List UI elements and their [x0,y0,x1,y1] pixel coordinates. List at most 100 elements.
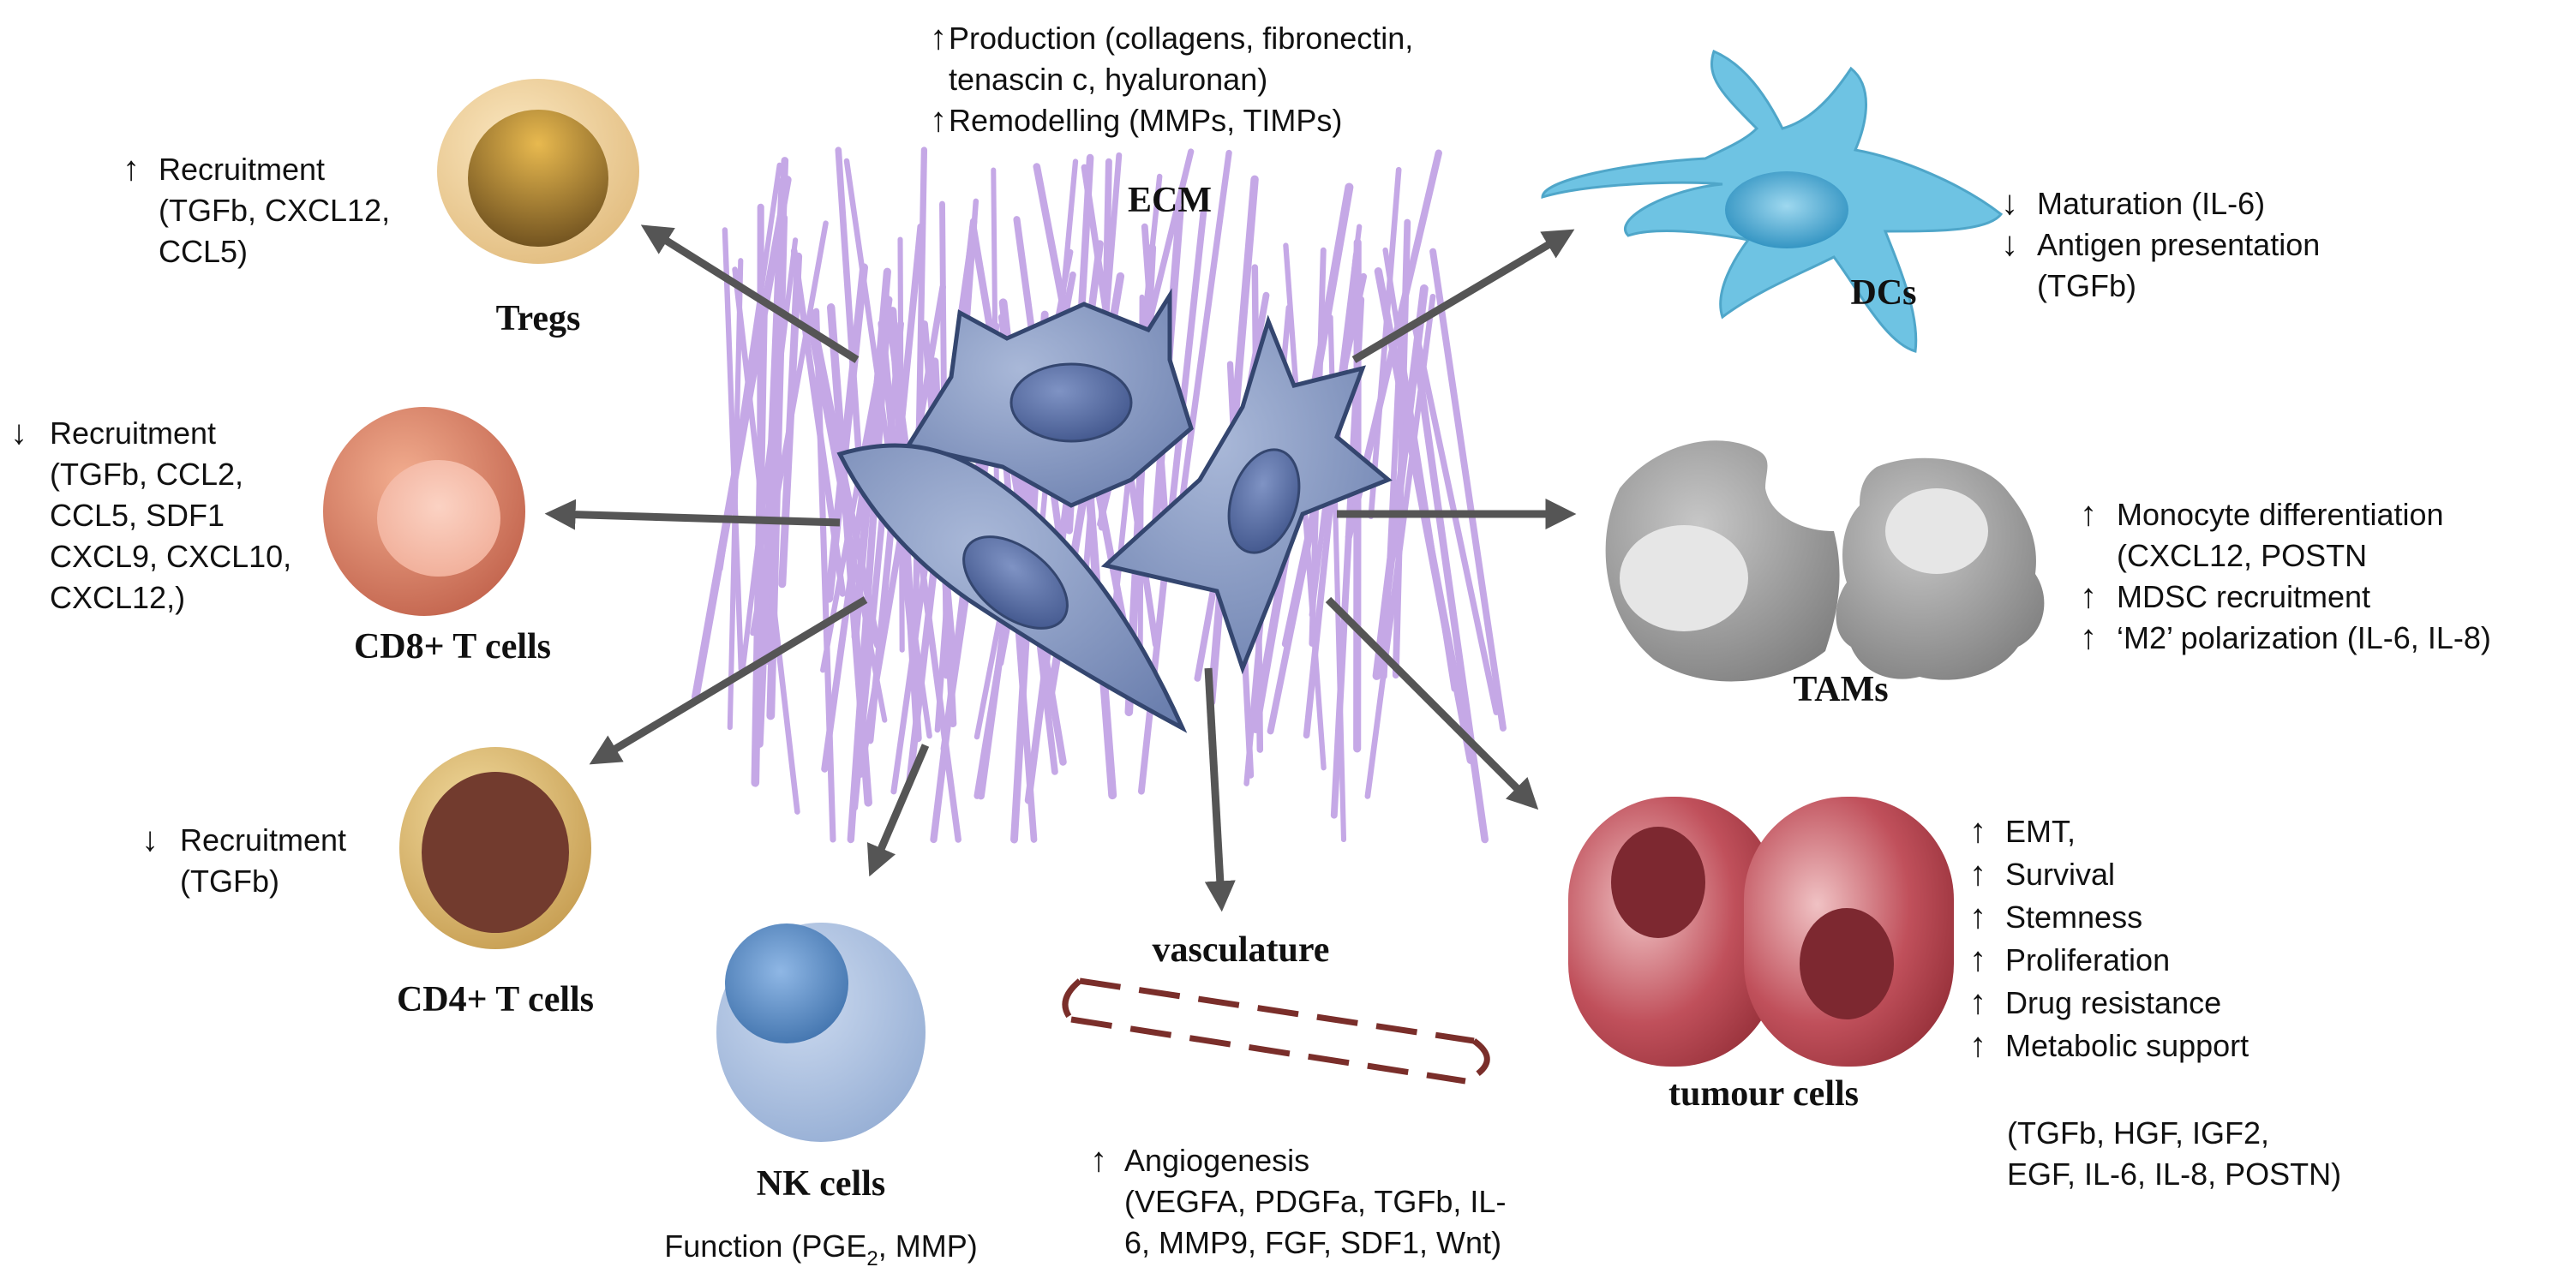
cd8-line: CXCL9, CXCL10, [50,539,291,574]
cd4-group: CD4+ T cells ↓ Recruitment (TGFb) [141,747,594,1019]
cd4-title: CD4+ T cells [397,980,594,1019]
tregs-line: CCL5) [159,234,248,269]
up-arrow-icon: ↑ [1969,855,1986,893]
cd8-line: CCL5, SDF1 [50,498,225,533]
dcs-group: DCs ↓ Maturation (IL-6) ↓ Antigen presen… [1541,49,2320,353]
vasculature-title: vasculature [1153,930,1330,970]
arrows [544,224,1577,912]
tregs-group: Tregs ↑ Recruitment (TGFb, CXCL12, CCL5) [123,79,639,338]
tregs-line: Recruitment [159,152,325,187]
ecm-annotation: ECM ↑ Production (collagens, fibronectin… [930,19,1413,220]
ecm-fibre [807,308,882,649]
ecm-fibre [750,220,829,637]
tams-line: ‘M2’ polarization (IL-6, IL-8) [2117,620,2491,655]
nk-group: NK cells Function (PGE2, MMP) [664,923,978,1270]
up-arrow-icon: ↑ [1969,941,1986,978]
cd4-line: Recruitment [180,822,346,858]
tumour-effects: ↑EMT,↑Survival↑Stemness↑Proliferation↑Dr… [1969,812,2249,1064]
tumour-factors-line: EGF, IL-6, IL-8, POSTN) [2007,1156,2341,1192]
vasculature-line: Angiogenesis [1124,1143,1309,1178]
tregs-line: (TGFb, CXCL12, [159,193,390,228]
ecm-fibre [691,176,792,702]
nk-function: Function (PGE2, MMP) [664,1228,977,1270]
ecm-fibre [1429,248,1507,732]
vasculature-line: (VEGFA, PDGFa, TGFb, IL- [1124,1184,1506,1219]
ecm-fibre [1364,293,1436,799]
tumour-title: tumour cells [1668,1074,1859,1114]
ecm-fibre [969,223,1067,766]
tumour-nucleus-2 [1800,908,1894,1019]
tams-line: Monocyte differentiation [2117,497,2444,532]
fibroblast-cells [836,288,1393,733]
nk-nucleus [725,923,848,1043]
ecm-fibre [820,332,889,673]
treg-nucleus [468,110,608,247]
up-arrow-icon: ↑ [1969,1026,1986,1064]
dcs-line: (TGFb) [2037,268,2136,303]
arrow-to-nk [866,744,930,877]
tumour-effect-line: Proliferation [2005,942,2170,977]
arrow-to-cd4 [589,596,868,765]
arrow-to-tumour [1325,596,1539,810]
tregs-title: Tregs [496,299,581,338]
down-arrow-icon: ↓ [10,414,27,451]
tumour-effect-line: Stemness [2005,900,2142,935]
tumour-effect-line: Drug resistance [2005,985,2221,1020]
tams-line: (CXCL12, POSTN [2117,538,2367,573]
cd4-nucleus [422,772,569,933]
ecm-fibre [1411,325,1500,715]
up-arrow-icon: ↑ [2080,619,2097,656]
up-arrow-icon: ↑ [1969,812,1986,850]
cd8-line: (TGFb, CCL2, [50,457,243,492]
tumour-nucleus-1 [1611,827,1705,938]
blood-vessel [1062,977,1490,1085]
vasculature-group: vasculature ↑ Angiogenesis (VEGFA, PDGFa… [1062,930,1506,1260]
down-arrow-icon: ↓ [2001,225,2018,263]
tumour-factors-line: (TGFb, HGF, IGF2, [2007,1115,2269,1151]
tam-nucleus-2 [1885,488,1988,574]
up-arrow-icon: ↑ [2080,495,2097,533]
up-arrow-icon: ↑ [123,150,140,188]
vasculature-line: 6, MMP9, FGF, SDF1, Wnt) [1124,1225,1501,1260]
up-arrow-icon: ↑ [930,101,947,139]
fibroblast-3-nucleus [962,535,1069,630]
cd4-line: (TGFb) [180,864,279,899]
nk-title: NK cells [757,1164,885,1204]
arrow-to-vasculature [1204,667,1236,912]
ecm-fibre [766,213,788,720]
ecm-remodelling-line: Remodelling (MMPs, TIMPs) [949,103,1342,138]
ecm-title: ECM [1128,181,1212,220]
up-arrow-icon: ↑ [930,19,947,57]
ecm-fibre [722,227,744,672]
cd8-line: CXCL12,) [50,580,185,615]
up-arrow-icon: ↑ [1969,898,1986,935]
dcs-line: Maturation (IL-6) [2037,186,2265,221]
up-arrow-icon: ↑ [1090,1141,1107,1179]
tams-title: TAMs [1793,670,1888,709]
cd8-nucleus [377,460,500,577]
tam-nucleus-1 [1620,525,1748,631]
cd8-title: CD8+ T cells [354,627,551,666]
up-arrow-icon: ↑ [1969,983,1986,1021]
cd8-line: Recruitment [50,415,216,451]
dcs-title: DCs [1850,273,1916,313]
fibroblast-2-nucleus [1227,448,1301,554]
fibroblast-1-nucleus [1009,362,1133,443]
ecm-fibre [790,248,847,597]
tams-line: MDSC recruitment [2117,579,2370,614]
up-arrow-icon: ↑ [2080,577,2097,615]
arrow-to-cd8 [544,499,841,530]
arrow-to-dcs [1351,229,1575,363]
tumour-effect-line: Survival [2005,857,2115,892]
dc-nucleus [1725,171,1848,248]
dcs-line: Antigen presentation [2037,227,2320,262]
ecm-fibre [1372,284,1429,680]
down-arrow-icon: ↓ [141,821,159,858]
ecm-production-line: Production (collagens, fibronectin, [949,21,1413,56]
cd8-group: CD8+ T cells ↓ Recruitment (TGFb, CCL2, … [10,407,551,666]
ecm-fibre [813,308,836,843]
arrow-to-tregs [640,224,860,363]
ecm-fibre [835,146,866,501]
tumour-group: tumour cells ↑EMT,↑Survival↑Stemness↑Pro… [1568,797,2341,1192]
